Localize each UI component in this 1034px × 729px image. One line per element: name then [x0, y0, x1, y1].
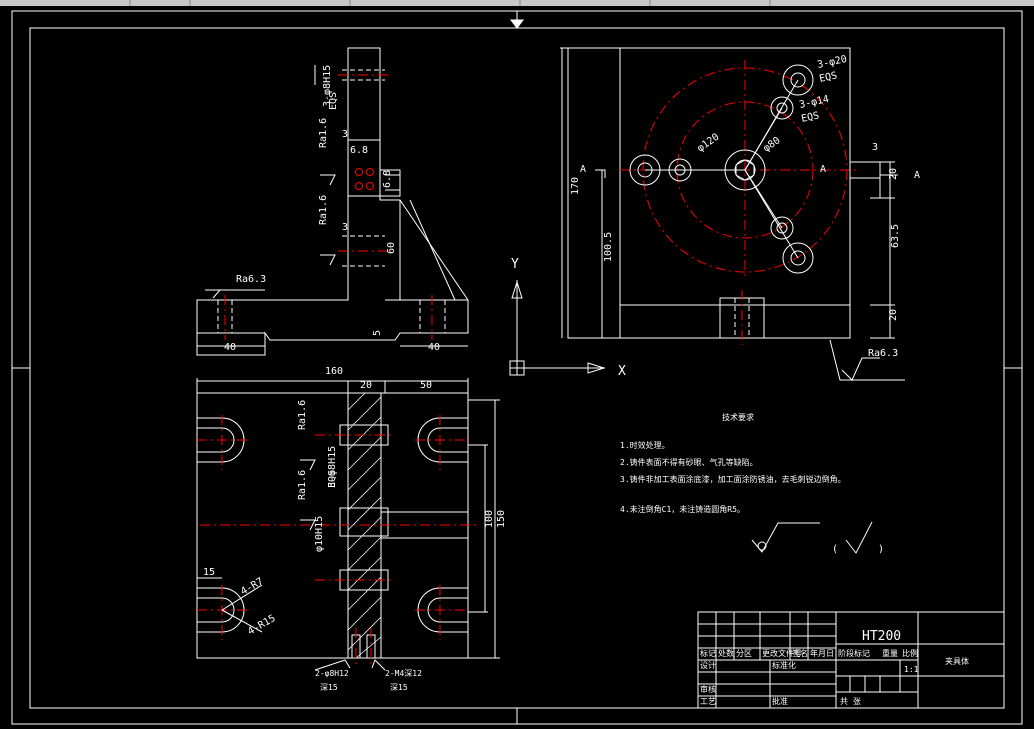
roughness-symbol-other: [845, 521, 873, 554]
side-view: [560, 47, 905, 381]
tb-cell-stage: 阶段标记: [838, 648, 870, 658]
tb-cell-weight: 重量: [882, 648, 898, 658]
dim-bottom-eqs: EQS: [327, 470, 338, 488]
dim-hole-phi20-eqs: EQS: [818, 70, 838, 85]
dim-bolt-holes: 3-φ8H15: [322, 65, 333, 107]
roughness-ra16-b: Ra1.6: [318, 195, 329, 225]
dim-68-a: 6.8: [350, 145, 368, 156]
dim-hole-phi20: 3-φ20: [816, 54, 848, 71]
tb-cell-design: 设计: [700, 660, 716, 670]
dim-pin-holes: 2-φ8H12: [315, 669, 349, 678]
section-a-tag: A: [914, 170, 920, 181]
centering-marks: [12, 11, 1022, 724]
top-view: [196, 378, 500, 671]
front-view-dimensions: 3-φ8H15 EQS 3 6.8 6.8 3 60 40 40 5 Ra1.6…: [224, 65, 440, 353]
svg-text:): ): [878, 544, 884, 555]
dim-hole-phi14: 3-φ14: [798, 94, 830, 111]
roughness-symbol-general: [751, 522, 820, 553]
axis-label-y: Y: [511, 257, 519, 272]
tech-req-item-1: 1.时效处理。: [620, 440, 670, 450]
dim-20-top: 20: [888, 168, 899, 180]
dim-bottom-bolt-holes: 3-φ8H15: [327, 446, 338, 488]
dim-thread-holes-depth: 深15: [390, 683, 408, 692]
section-a-right: A: [820, 164, 826, 175]
technical-requirements: 技术要求 1.时效处理。 2.铸件表面不得有砂眼、气孔等缺陷。 3.铸件非加工表…: [620, 412, 884, 555]
tech-req-item-2: 2.铸件表面不得有砂眼、气孔等缺陷。: [620, 457, 758, 467]
dim-160: 160: [325, 366, 343, 377]
dim-circle-phi120: φ120: [695, 132, 721, 155]
tech-req-title: 技术要求: [722, 412, 754, 422]
dim-3-mid: 3: [342, 222, 348, 233]
ucs-axis-icon: Y X: [509, 257, 626, 379]
dim-pin-holes-depth: 深15: [320, 683, 338, 692]
dim-100: 100: [484, 510, 495, 528]
roughness-ra16-d: Ra1.6: [297, 470, 308, 500]
tb-cell-process: 工艺: [700, 697, 716, 706]
dim-150: 150: [496, 510, 507, 528]
dim-20: 20: [360, 380, 372, 391]
section-a-left: A: [580, 164, 586, 175]
material-label: HT200: [862, 629, 901, 644]
svg-text:(: (: [832, 544, 838, 555]
tb-cell-review: 审核: [700, 684, 716, 694]
dim-3-right: 3: [872, 142, 878, 153]
toolbar-separators: [129, 0, 771, 6]
dim-68-b: 6.8: [382, 170, 393, 188]
tb-cell-approve: 批准: [772, 696, 788, 706]
tb-cell-scale: 比例: [902, 648, 918, 658]
dim-60: 60: [386, 242, 397, 254]
dim-50: 50: [420, 380, 432, 391]
dim-hole-phi14-eqs: EQS: [800, 110, 820, 125]
dim-3-top: 3: [342, 129, 348, 140]
tb-cell-change: 更改文件号: [762, 648, 802, 658]
dim-eqs: EQS: [328, 92, 339, 110]
dim-63-5: 63.5: [890, 224, 901, 248]
dim-100-5: 100.5: [603, 232, 614, 262]
tb-cell-zone: 分区: [736, 649, 752, 658]
dim-15: 15: [203, 567, 215, 578]
axis-label-x: X: [618, 364, 626, 379]
title-block: HT200 夹具体 1:1 共 张 标记 处数 分区 更改文件号 签名 年月日 …: [697, 611, 1005, 709]
sheet-count: 共 张: [840, 697, 861, 706]
dim-40-left: 40: [224, 342, 236, 353]
dim-20-bottom: 20: [888, 309, 899, 321]
roughness-ra16-a: Ra1.6: [318, 118, 329, 148]
tb-cell-sign: 签名: [792, 648, 808, 658]
tb-cell-standard: 标准化: [772, 660, 796, 670]
scale-value: 1:1: [904, 665, 919, 674]
tb-cell-count: 处数: [718, 648, 734, 658]
tech-req-item-3: 3.铸件非加工表面涂底漆，加工面涂防锈油，去毛刺锐边倒角。: [620, 474, 846, 484]
top-toolbar-strip: [0, 0, 1034, 6]
tb-cell-date: 年月日: [810, 648, 834, 658]
dim-40-right: 40: [428, 342, 440, 353]
dim-thread-holes: 2-M4深12: [385, 669, 422, 678]
front-view: [196, 47, 469, 356]
dim-4-r15: 4-R15: [246, 613, 278, 638]
roughness-ra16-c: Ra1.6: [297, 400, 308, 430]
dim-170: 170: [570, 177, 581, 195]
dim-4-r7: 4-R7: [239, 576, 265, 598]
tb-cell-mark: 标记: [700, 648, 716, 658]
part-name: 夹具体: [945, 656, 969, 666]
dim-phi10: φ10H15: [314, 516, 325, 552]
roughness-ra63-a: Ra6.3: [236, 274, 266, 285]
tech-req-item-4: 4.未注倒角C1，未注铸造圆角R5。: [620, 504, 745, 514]
roughness-ra63-b: Ra6.3: [868, 348, 898, 359]
dim-5: 5: [372, 330, 383, 336]
